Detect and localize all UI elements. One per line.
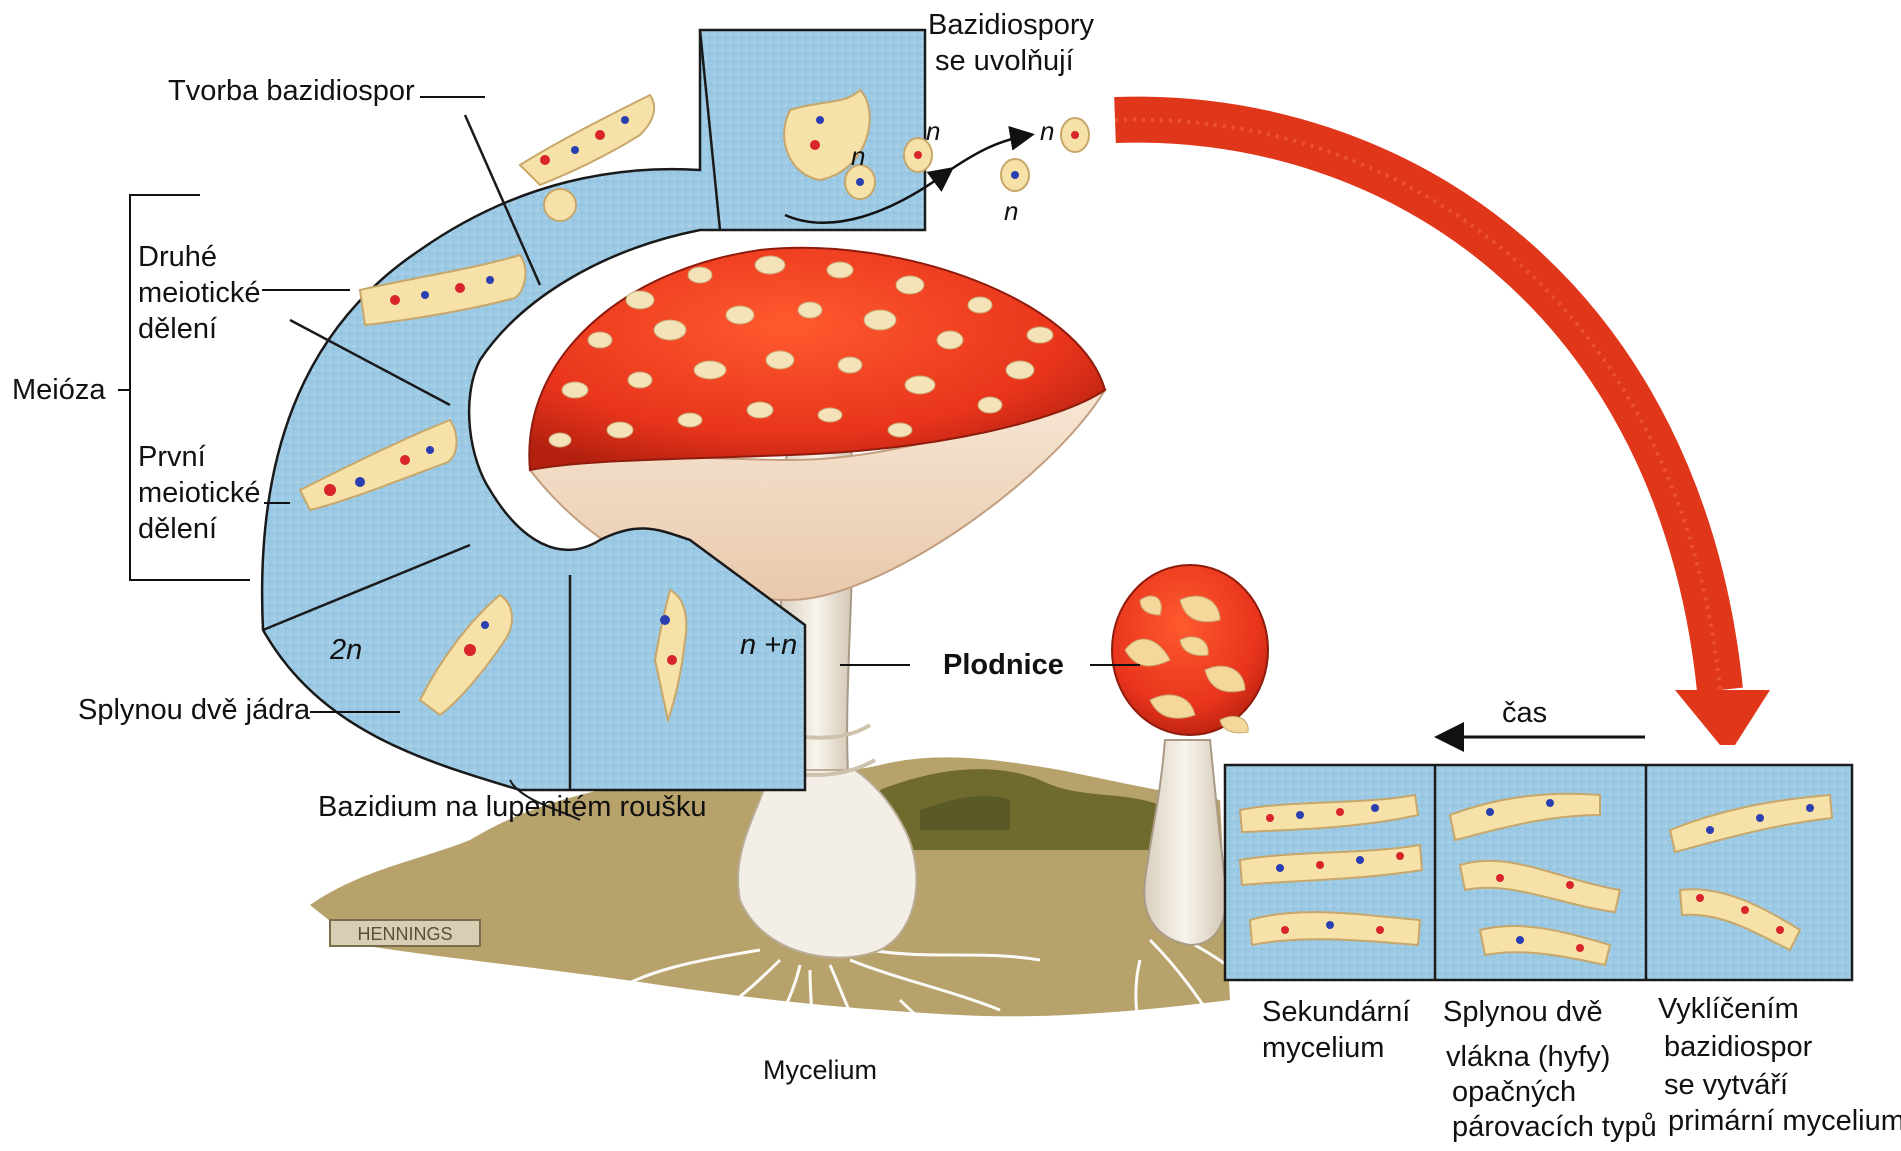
label-2n: 2n — [330, 633, 362, 667]
label-splynou-jadra: Splynou dvě jádra — [78, 693, 310, 727]
label-prvni-line3: dělení — [138, 512, 217, 546]
label-n-spore-2: n — [851, 141, 865, 172]
label-n-spore-1: n — [926, 116, 940, 147]
label-vyklicenim-line2: bazidiospor — [1664, 1030, 1812, 1064]
label-vyklicenim-line4: primární mycelium — [1668, 1104, 1901, 1138]
label-splynou-vlakna-line2: vlákna (hyfy) — [1446, 1040, 1610, 1074]
label-vyklicenim-line3: se vytváří — [1664, 1068, 1788, 1102]
label-bazidiospory-line1: Bazidiospory — [928, 8, 1094, 42]
label-splynou-vlakna-line3: opačných — [1452, 1075, 1576, 1109]
label-bazidium: Bazidium na lupenitém roušku — [318, 790, 706, 824]
label-druhe-line1: Druhé — [138, 240, 217, 274]
svg-text:HENNINGS: HENNINGS — [357, 924, 452, 944]
signature-plate: HENNINGS — [330, 920, 480, 946]
label-n-plus-n: n +n — [740, 628, 797, 662]
label-vyklicenim-line1: Vyklíčením — [1658, 992, 1799, 1026]
label-prvni-line2: meiotické — [138, 476, 261, 510]
label-mycelium: Mycelium — [763, 1055, 877, 1087]
label-plodnice: Plodnice — [943, 648, 1064, 682]
label-prvni-line1: První — [138, 440, 206, 474]
label-druhe-line2: meiotické — [138, 276, 261, 310]
label-druhe-line3: dělení — [138, 312, 217, 346]
label-bazidiospory-line2: se uvolňují — [935, 44, 1074, 78]
label-n-spore-3: n — [1040, 116, 1054, 147]
label-splynou-vlakna-line4: párovacích typů — [1452, 1110, 1657, 1144]
label-meioza: Meióza — [12, 373, 106, 407]
label-splynou-vlakna-line1: Splynou dvě — [1443, 995, 1603, 1029]
label-n-spore-4: n — [1004, 196, 1018, 227]
label-sekundarni-line2: mycelium — [1262, 1031, 1384, 1065]
label-tvorba-bazidiospor: Tvorba bazidiospor — [168, 74, 415, 108]
mycelium-panels — [1225, 765, 1852, 980]
label-sekundarni-line1: Sekundární — [1262, 995, 1410, 1029]
label-cas: čas — [1502, 696, 1547, 730]
